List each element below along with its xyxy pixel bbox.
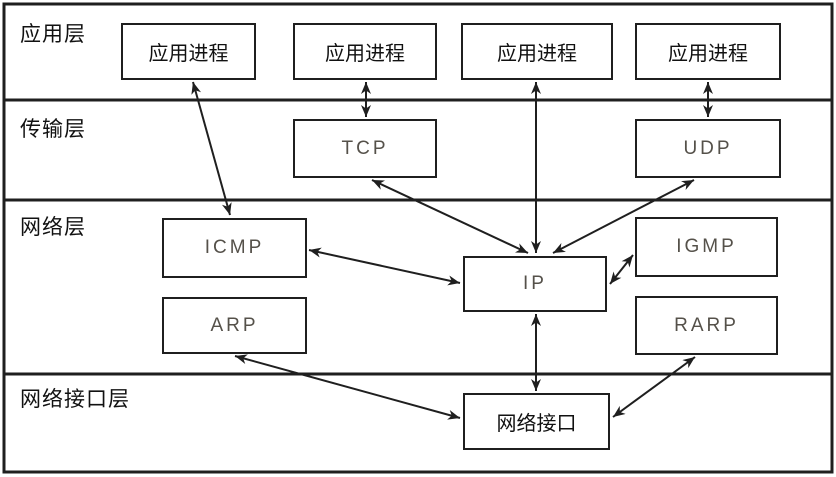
node-rarp: RARP xyxy=(635,296,778,355)
node-ip: IP xyxy=(463,256,607,312)
layer-label-application: 应用层 xyxy=(20,23,86,46)
node-app-process-3: 应用进程 xyxy=(461,23,613,80)
node-arp: ARP xyxy=(162,297,307,354)
layer-label-network: 网络层 xyxy=(20,216,86,239)
edge-arp-to-network-interface xyxy=(234,354,461,420)
node-network-interface: 网络接口 xyxy=(463,393,610,450)
node-icmp: ICMP xyxy=(162,218,307,278)
edge-icmp-to-ip xyxy=(308,247,461,286)
node-igmp: IGMP xyxy=(635,217,778,277)
edge-app-process-1-to-icmp xyxy=(191,81,232,216)
edge-ip-to-igmp xyxy=(609,254,634,285)
layer-label-network-interface: 网络接口层 xyxy=(20,388,130,411)
node-app-process-2: 应用进程 xyxy=(293,23,437,80)
edge-tcp-to-ip xyxy=(371,179,529,254)
edge-rarp-to-network-interface xyxy=(612,356,696,418)
node-udp: UDP xyxy=(635,119,781,178)
node-app-process-1: 应用进程 xyxy=(121,23,256,80)
node-tcp: TCP xyxy=(293,119,437,178)
node-app-process-4: 应用进程 xyxy=(635,23,781,80)
layer-label-transport: 传输层 xyxy=(20,118,86,141)
